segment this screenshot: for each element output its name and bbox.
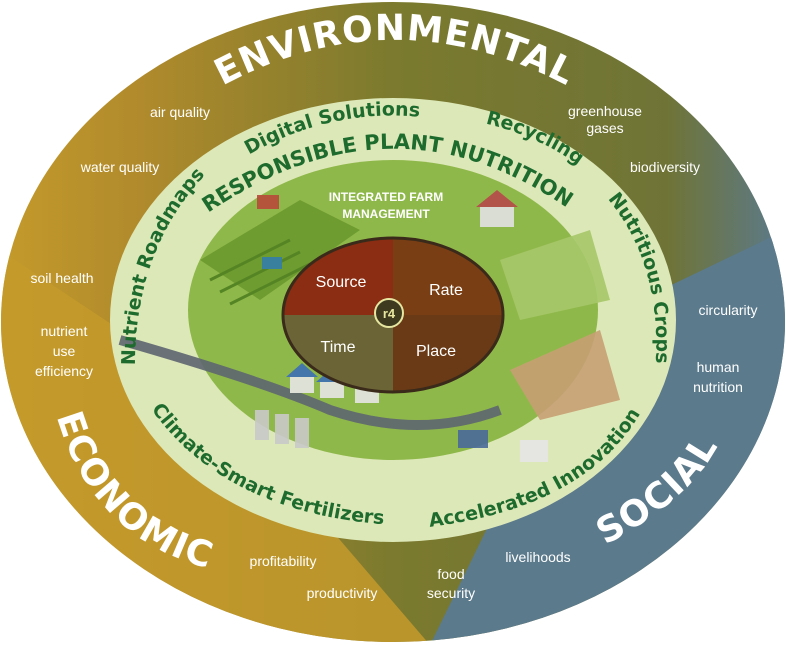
air-quality-label: air quality — [150, 104, 210, 120]
profitability-label: profitability — [250, 553, 317, 569]
r4-center: r4 Source Rate Time Place — [281, 236, 505, 394]
human-nutrition-label-line2: nutrition — [693, 379, 743, 395]
nutrient-use-efficiency-label-line1: nutrient — [41, 323, 88, 339]
greenhouse-label-line2: gases — [586, 120, 623, 136]
livelihoods-label: livelihoods — [505, 549, 570, 565]
ifm-label-line2: MANAGEMENT — [342, 207, 430, 221]
soil-health-label: soil health — [30, 270, 93, 286]
time-label: Time — [321, 339, 356, 356]
human-nutrition-label-line1: human — [697, 359, 740, 375]
place-label: Place — [416, 343, 456, 360]
productivity-label: productivity — [307, 585, 378, 601]
source-label: Source — [316, 274, 367, 291]
food-security-label-line2: security — [427, 585, 475, 601]
nutrient-use-efficiency-label-line2: use — [53, 343, 76, 359]
circularity-label: circularity — [698, 302, 757, 318]
ifm-label-line1: INTEGRATED FARM — [329, 190, 443, 204]
rate-label: Rate — [429, 282, 463, 299]
r4-logo — [374, 298, 404, 328]
food-security-label-line1: food — [437, 566, 464, 582]
biodiversity-label: biodiversity — [630, 159, 700, 175]
water-quality-label: water quality — [80, 159, 160, 175]
greenhouse-label-line1: greenhouse — [568, 103, 642, 119]
nutrient-use-efficiency-label-line3: efficiency — [35, 363, 93, 379]
r4-logo-text: r4 — [383, 306, 396, 321]
